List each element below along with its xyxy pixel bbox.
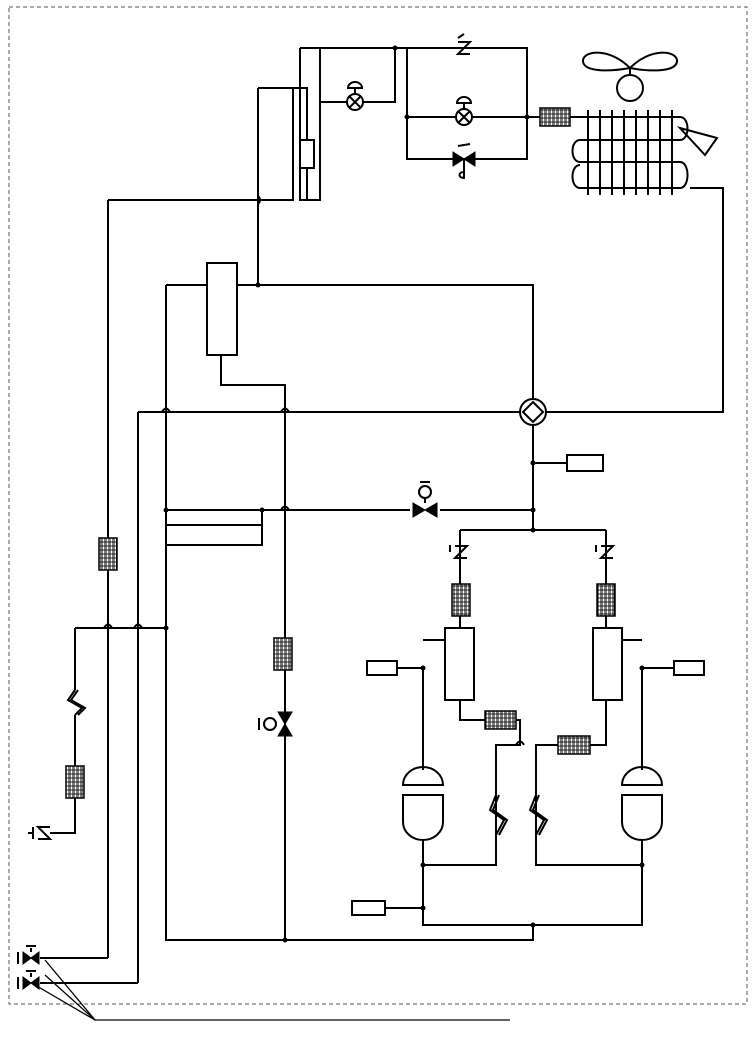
solenoid-valve-icon [455, 96, 473, 126]
filter-drier-icon [557, 735, 591, 755]
junction-dots [163, 45, 645, 943]
expansion-valve-icon [258, 711, 293, 737]
receiver-tank [206, 262, 238, 356]
service-valve-icon [17, 945, 40, 965]
check-valve-icon [449, 545, 470, 559]
check-valve-icon [455, 33, 473, 55]
filter-drier-icon [484, 710, 517, 730]
filter-drier-icon [451, 583, 471, 617]
frame-border [8, 6, 748, 1005]
piping [34, 47, 724, 1021]
compressor-dome-icon [401, 766, 445, 841]
oil-separator-tank [444, 627, 475, 701]
pressure-sensor-box [566, 454, 604, 472]
pressure-sensor-box [351, 900, 386, 916]
check-valve-icon [595, 545, 616, 559]
pressure-sensor-box [366, 660, 398, 676]
four-way-valve-icon [519, 398, 547, 426]
filter-drier-icon [273, 637, 293, 671]
pressure-sensor-box [673, 660, 705, 676]
pipe-crossovers [103, 195, 525, 746]
solenoid-valve-icon [412, 481, 438, 518]
filter-drier-icon [596, 583, 616, 617]
vibration-absorber-icon [66, 689, 87, 716]
expansion-valve-icon [452, 143, 476, 180]
filter-drier-icon [65, 765, 85, 799]
oil-separator-tank [592, 627, 623, 701]
capillary-tube-icon [299, 139, 315, 169]
compressor-dome-icon [620, 766, 664, 841]
condenser-coil [571, 110, 719, 195]
vibration-absorber-icon [488, 794, 509, 836]
check-valve-icon [28, 826, 53, 840]
vibration-absorber-icon [528, 794, 549, 836]
service-valve-icon [17, 970, 40, 990]
filter-drier-icon [539, 107, 571, 127]
condenser-fan-icon [582, 51, 678, 102]
filter-drier-icon [98, 537, 118, 571]
solenoid-valve-icon [346, 81, 364, 111]
